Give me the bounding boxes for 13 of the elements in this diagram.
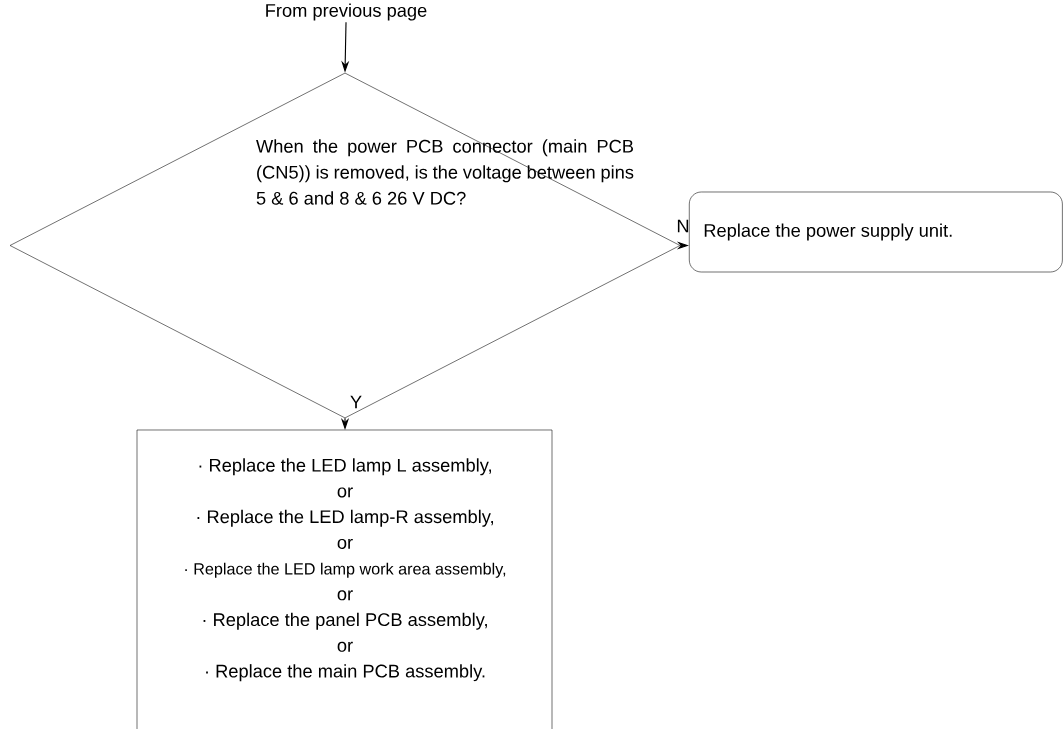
- process-box: Replace the power supply unit.: [689, 191, 1063, 273]
- or-text: or: [337, 538, 353, 549]
- list-item: · Replace the LED lamp L assembly,: [199, 458, 491, 476]
- edge-label: Y: [350, 395, 362, 409]
- or-text: or: [337, 590, 353, 601]
- list-item: · Replace the main PCB assembly.: [206, 664, 485, 682]
- list-item: · Replace the panel PCB assembly,: [203, 612, 487, 630]
- start-label: From previous page: [266, 3, 427, 21]
- or-text: or: [337, 487, 353, 498]
- or-text: or: [337, 641, 353, 652]
- process-box: [136, 429, 553, 729]
- list-item: · Replace the LED lamp-R assembly,: [197, 509, 493, 527]
- list-item: · Replace the LED lamp work area assembly,: [185, 562, 506, 578]
